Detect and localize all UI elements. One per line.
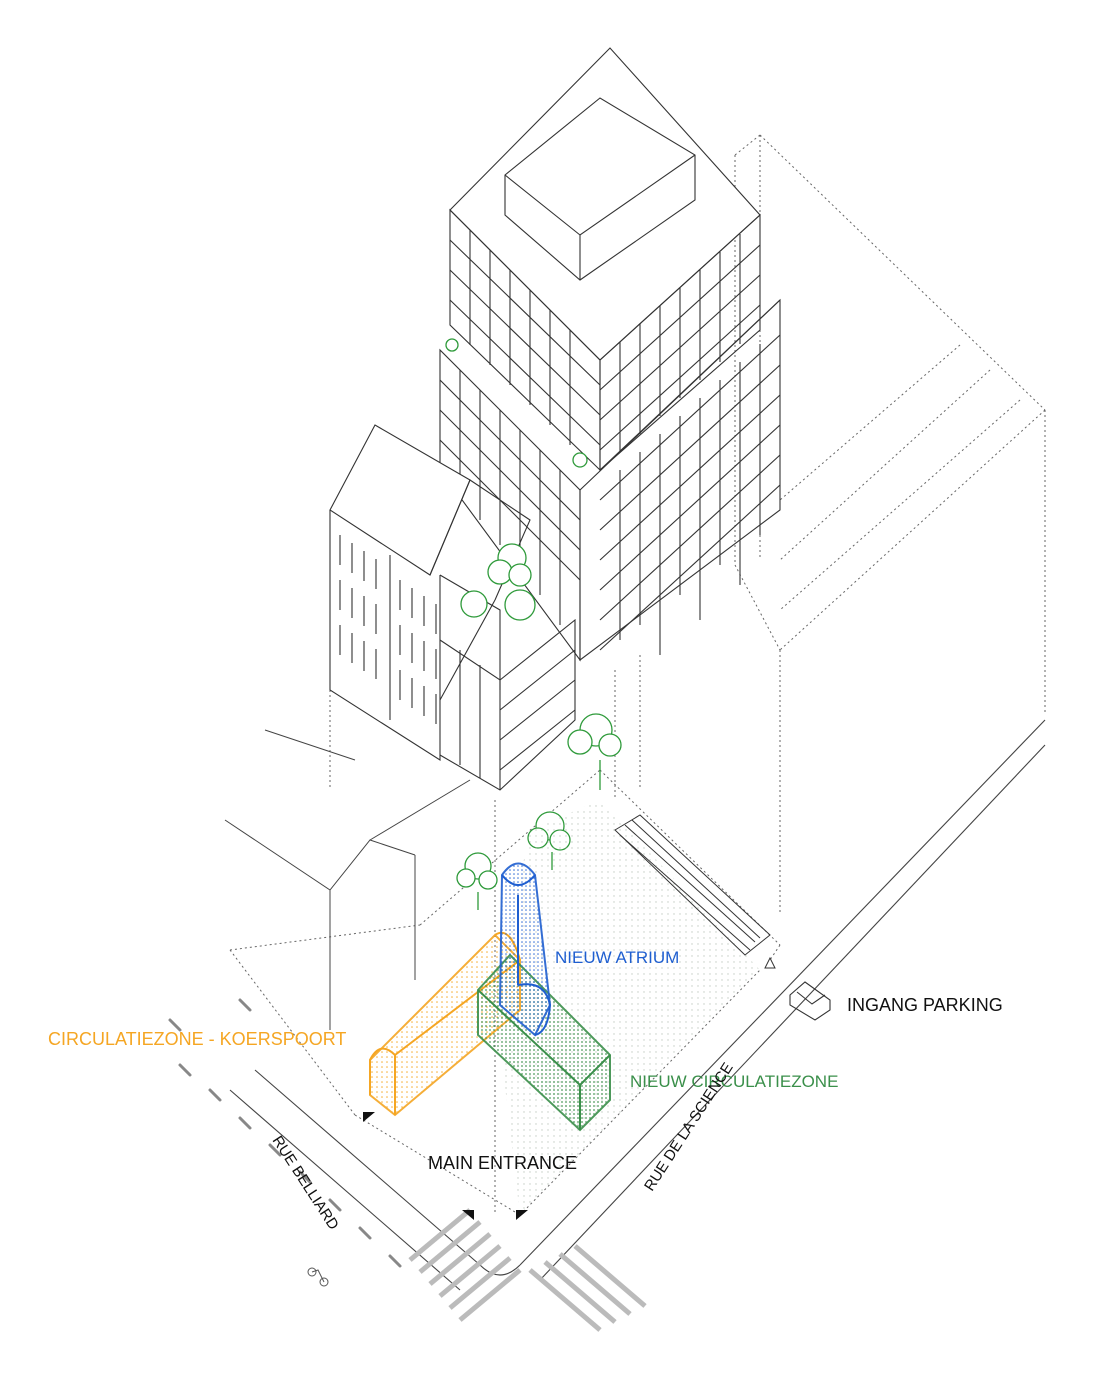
crosswalk — [408, 1208, 647, 1332]
label-rue-belliard: RUE BELLIARD — [269, 1133, 342, 1233]
tower — [439, 47, 781, 662]
label-nieuw-circulatiezone: NIEUW CIRCULATIEZONE — [630, 1072, 838, 1091]
parking-ramp — [614, 814, 771, 956]
parking-arrow-icon — [764, 956, 776, 969]
entrance-markers — [363, 1112, 528, 1220]
label-circulatiezone-koerspoort: CIRCULATIEZONE - KOERSPOORT — [48, 1029, 346, 1049]
label-nieuw-atrium: NIEUW ATRIUM — [555, 948, 679, 967]
label-ingang-parking: INGANG PARKING — [847, 995, 1003, 1015]
label-main-entrance: MAIN ENTRANCE — [428, 1153, 577, 1173]
bicycle-icon — [307, 1267, 329, 1287]
lane-marks — [168, 998, 402, 1268]
car-icon — [789, 981, 831, 1021]
atrium-volume — [498, 862, 552, 1037]
historic-houses — [329, 424, 576, 791]
left-building-outline — [224, 729, 471, 1030]
